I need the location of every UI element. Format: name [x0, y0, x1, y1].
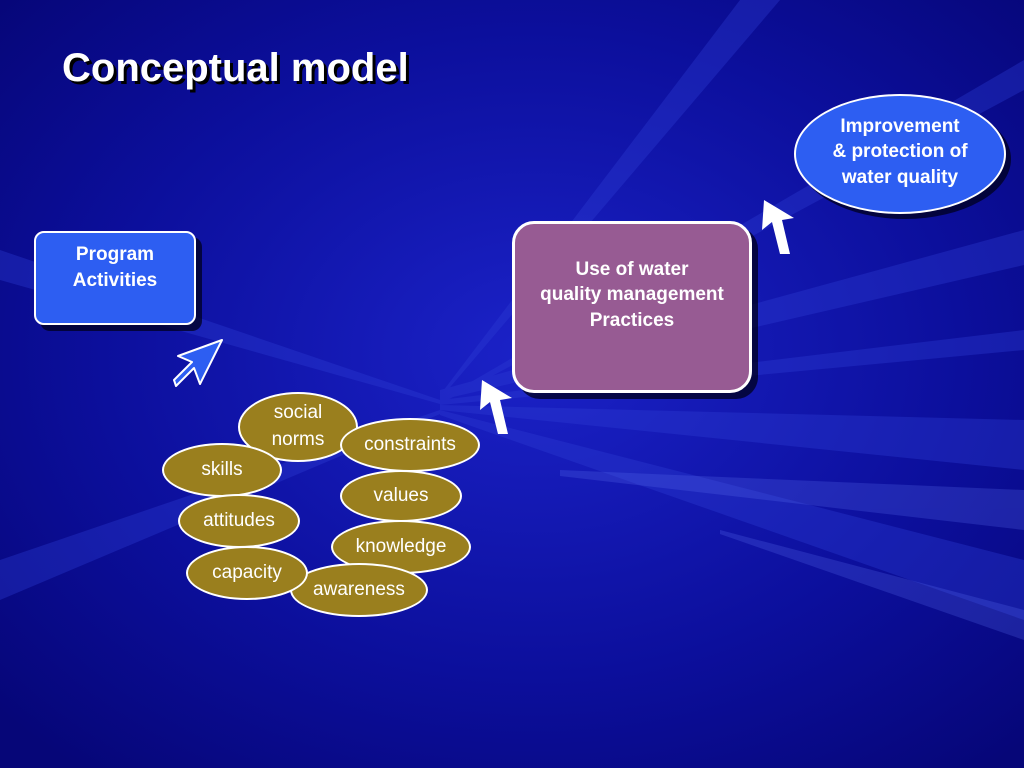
factor-knowledge: knowledge	[331, 520, 471, 574]
program-activities-box: Program Activities	[34, 231, 196, 325]
arrow-up-right-icon	[762, 200, 794, 254]
factor-awareness: awareness	[290, 563, 428, 617]
water-quality-improvement-oval: Improvement & protection of water qualit…	[794, 94, 1006, 214]
factor-label: constraints	[364, 433, 456, 455]
factor-label: attitudes	[203, 509, 275, 531]
factor-label: knowledge	[355, 535, 447, 557]
factor-skills: skills	[162, 443, 282, 497]
factor-label: values	[373, 484, 429, 506]
factor-capacity: capacity	[186, 546, 308, 600]
slide-title: Conceptual model	[62, 46, 409, 90]
factor-attitudes: attitudes	[178, 494, 300, 548]
program-activities-label: Program Activities	[72, 244, 158, 291]
management-practices-label: Use of water quality management Practice…	[540, 258, 724, 331]
arrow-down-right-icon	[173, 339, 223, 387]
factor-label: capacity	[212, 561, 282, 583]
factor-label: skills	[201, 458, 243, 480]
management-practices-box: Use of water quality management Practice…	[512, 221, 752, 393]
arrow-up-right-icon	[480, 380, 512, 434]
water-quality-improvement-label: Improvement & protection of water qualit…	[832, 115, 968, 188]
factor-label: awareness	[313, 578, 405, 600]
factor-values: values	[340, 470, 462, 522]
factor-label: social norms	[271, 402, 325, 450]
factor-constraints: constraints	[340, 418, 480, 472]
